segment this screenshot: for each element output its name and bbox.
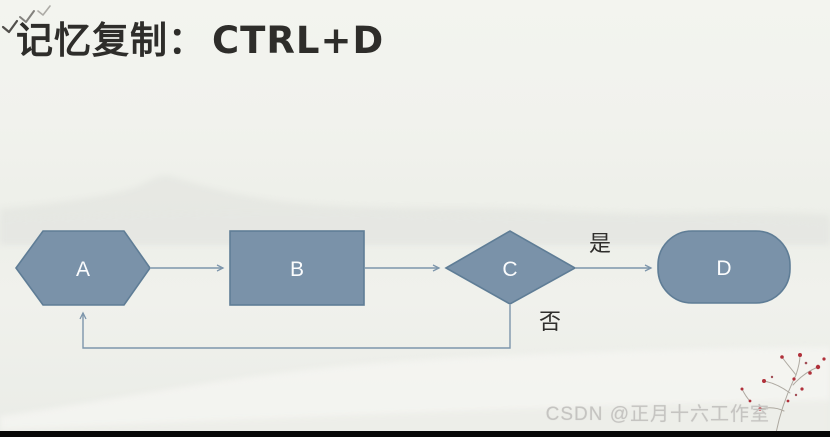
flowchart-node-d: D [657,230,791,304]
node-a-label: A [76,258,90,281]
flowchart-node-c: C [444,230,577,305]
bottom-bar [0,431,830,437]
title-brush-text: 记忆复制： [16,18,206,62]
hexagon-shape-a [15,230,151,306]
birds-icon [1,5,51,34]
node-b-label: B [290,258,304,281]
rectangle-shape-b [229,230,365,306]
node-c-label: C [502,258,517,281]
edge-label-yes: 是 [589,231,611,256]
plum-blossom-icon [740,353,826,433]
watermark: CSDN @正月十六工作室 [545,404,770,425]
edge-label-no: 否 [539,309,561,334]
flowchart-node-a: A [15,230,151,306]
stadium-shape-d [657,230,791,304]
flowchart-node-b: B [229,230,365,306]
node-d-label: D [716,257,731,280]
diamond-shape-c [444,230,577,305]
connector-c-a-no-loop [79,305,511,349]
title-shortcut-text: CTRL+D [212,19,385,62]
page-title: 记忆复制：CTRL+D [16,10,384,64]
